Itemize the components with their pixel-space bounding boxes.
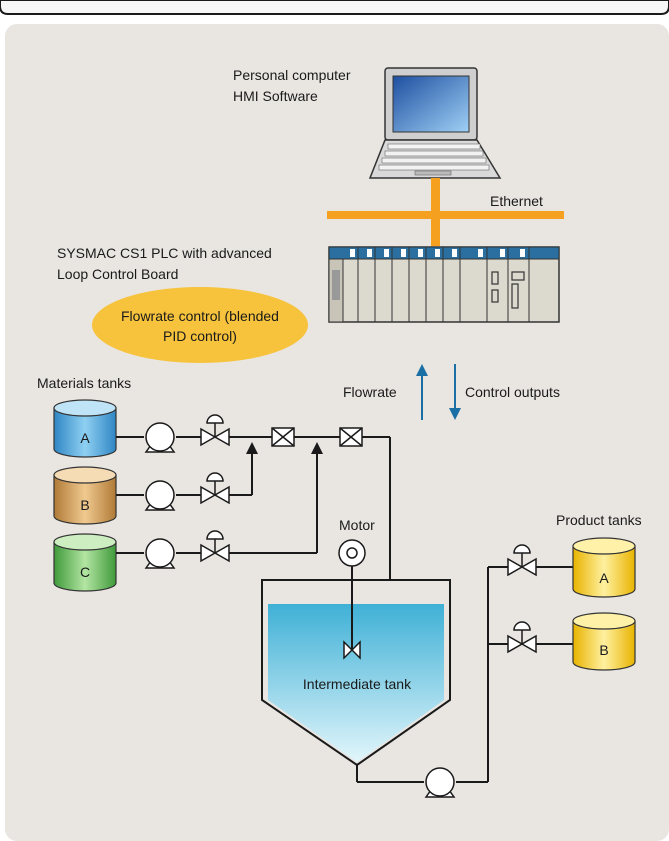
computer-label-line1: Personal computer (233, 67, 351, 83)
control-valve-icon (200, 530, 230, 563)
material-tank-b (53, 466, 117, 525)
mixer-icon (339, 427, 363, 447)
material-tank-a (53, 399, 117, 458)
control-valve-icon (200, 472, 230, 505)
flowrate-arrow (416, 364, 428, 420)
materials-piping (116, 436, 391, 580)
mixer-icon (271, 427, 295, 447)
agitator-icon (343, 640, 361, 660)
material-tank-c-label: C (80, 564, 90, 580)
plc-label-line2: Loop Control Board (57, 266, 178, 282)
diagram-background (5, 24, 669, 841)
flowrate-label: Flowrate (343, 384, 397, 400)
control-valve-icon (507, 544, 537, 577)
intermediate-tank-label: Intermediate tank (303, 676, 412, 692)
plc-rack (328, 246, 560, 323)
plc-label-line1: SYSMAC CS1 PLC with advanced (57, 245, 272, 261)
ethernet-label: Ethernet (490, 193, 543, 209)
control-valve-icon (507, 621, 537, 654)
top-frame (0, 0, 669, 15)
pump-icon (144, 422, 176, 453)
control-bubble (92, 287, 308, 363)
outlet-piping (356, 566, 573, 783)
control-bubble-line2: PID control) (163, 328, 237, 344)
pump-icon (144, 480, 176, 511)
computer-label-line2: HMI Software (233, 88, 318, 104)
control-valve-icon (200, 414, 230, 447)
intermediate-tank (261, 579, 451, 767)
product-tank-b-label: B (599, 642, 608, 658)
material-tank-c (53, 533, 117, 592)
material-tank-b-label: B (80, 497, 89, 513)
pump-icon (424, 767, 456, 798)
products-title: Product tanks (556, 512, 642, 528)
product-tank-a (572, 537, 636, 598)
material-tank-a-label: A (80, 430, 90, 446)
control-bubble-line1: Flowrate control (blended (121, 308, 279, 324)
control-outputs-label: Control outputs (465, 384, 560, 400)
motor-icon (338, 539, 366, 567)
control-output-arrow (449, 364, 461, 420)
junction-arrow-c (311, 442, 323, 454)
product-tank-a-label: A (599, 570, 609, 586)
junction-arrow-b (246, 442, 258, 454)
laptop-icon (368, 67, 502, 179)
ethernet-bus (327, 211, 564, 219)
pump-icon (144, 538, 176, 569)
motor-label: Motor (339, 517, 375, 533)
product-tank-b (572, 612, 636, 671)
materials-title: Materials tanks (37, 375, 131, 391)
